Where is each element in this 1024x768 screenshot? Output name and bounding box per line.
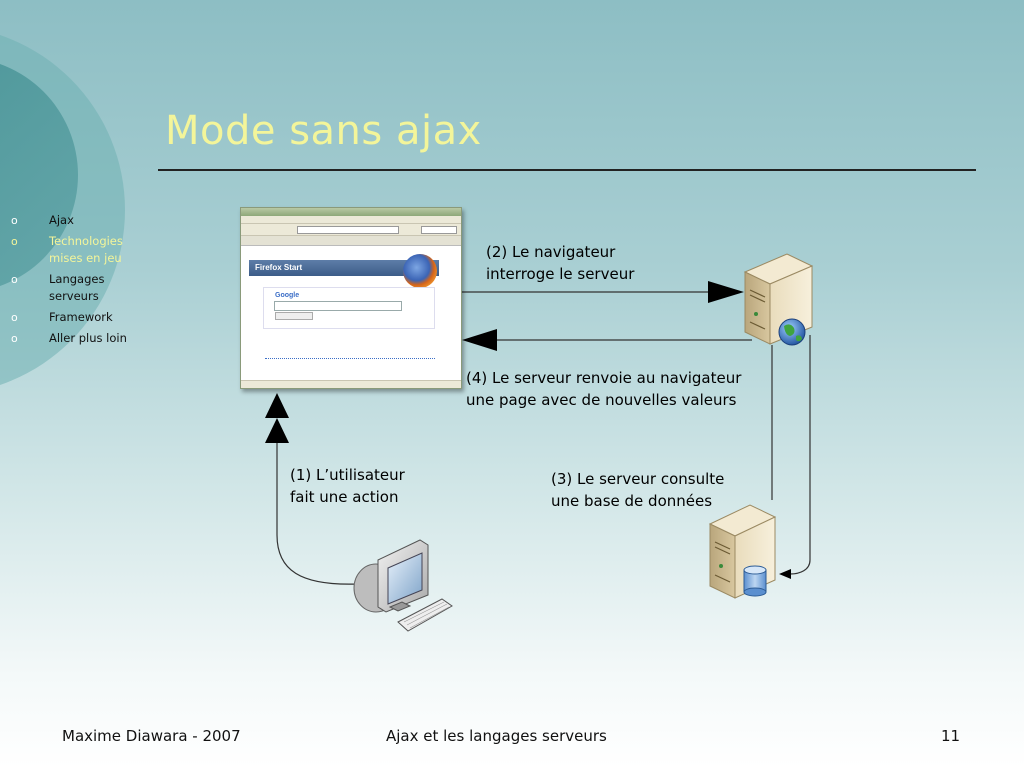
firefox-logo-icon [403,254,437,288]
arrow-db-query [771,335,811,579]
arrow-user-action [265,393,359,585]
browser-statusbar [241,380,461,388]
bullet-icon: o [11,273,18,286]
google-button [275,312,313,320]
browser-links [265,358,435,363]
bullet-icon: o [11,235,18,248]
bullet-icon: o [11,332,18,345]
label-step-3-line1: (3) Le serveur consulte [551,470,725,488]
footer-author: Maxime Diawara - 2007 [62,727,241,745]
google-input [274,301,402,311]
slide-title: Mode sans ajax [165,108,482,154]
label-step-4-line1: (4) Le serveur renvoie au navigateur [466,369,742,387]
web-server-icon [743,253,814,345]
browser-menubar [241,216,461,224]
label-step-1-line1: (1) L’utilisateur [290,466,405,484]
google-search-box [263,287,435,329]
globe-icon [778,318,806,346]
nav-item-langages[interactable]: o Langages serveurs [8,271,148,305]
bullet-icon: o [11,214,18,227]
bullet-icon: o [11,311,18,324]
arrow-response [462,329,752,351]
label-step-1-line2: fait une action [290,488,399,506]
browser-tabs [241,236,461,246]
browser-navbar [241,224,461,236]
nav-item-ajax[interactable]: o Ajax [8,212,148,229]
nav-item-label: Ajax [49,213,74,227]
firefox-start-banner: Firefox Start [249,260,439,276]
label-step-3-line2: une base de données [551,492,713,510]
nav-item-label: Langages serveurs [49,272,105,303]
database-server-icon [708,504,777,599]
label-step-1: (1) L’utilisateur fait une action [290,464,405,508]
label-step-3: (3) Le serveur consulte une base de donn… [551,468,724,512]
nav-item-aller-plus-loin[interactable]: o Aller plus loin [8,330,148,347]
nav-item-technologies[interactable]: o Technologies mises en jeu [8,233,148,267]
browser-url-field [297,226,399,234]
footer-topic: Ajax et les langages serveurs [386,727,607,745]
label-step-2-line1: (2) Le navigateur [486,243,616,261]
label-step-2: (2) Le navigateur interroge le serveur [486,241,634,285]
nav-item-label: Framework [49,310,113,324]
browser-titlebar [241,208,461,216]
label-step-2-line2: interroge le serveur [486,265,635,283]
workstation-icon [353,539,453,632]
label-step-4: (4) Le serveur renvoie au navigateur une… [466,367,741,411]
arrow-request [461,281,744,303]
nav-item-label: Technologies mises en jeu [49,234,123,265]
browser-screenshot: Firefox Start Google [240,207,462,389]
label-step-4-line2: une page avec de nouvelles valeurs [466,391,737,409]
nav-item-label: Aller plus loin [49,331,127,345]
nav-item-framework[interactable]: o Framework [8,309,148,326]
browser-search-field [421,226,457,234]
title-rule [158,169,976,171]
footer-page-number: 11 [941,727,961,745]
google-logo: Google [275,292,300,299]
